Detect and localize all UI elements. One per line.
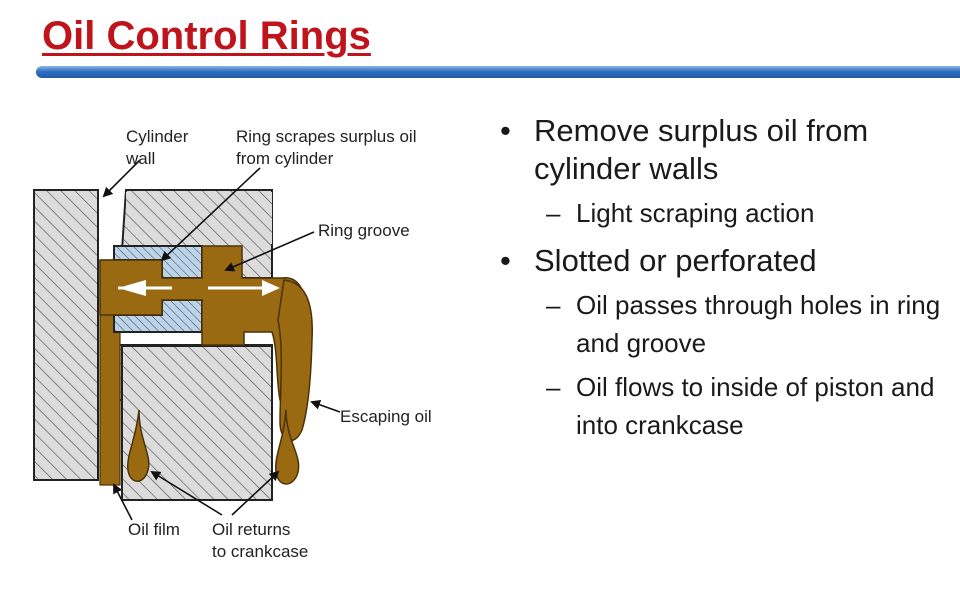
label-ring-groove: Ring groove	[318, 221, 410, 240]
label-ring-scrapes-2: from cylinder	[236, 149, 334, 168]
label-cylinder-wall-1: Cylinder	[126, 127, 189, 146]
bullet-item: Remove surplus oil from cylinder walls L…	[500, 112, 950, 232]
label-ring-scrapes-1: Ring scrapes surplus oil	[236, 127, 416, 146]
escaping-oil-drip	[277, 279, 313, 442]
oil-droplet-left	[127, 409, 150, 482]
sub-bullet-list: Oil passes through holes in ring and gro…	[534, 286, 950, 444]
slide-title: Oil Control Rings	[42, 14, 371, 58]
cylinder-wall-shape	[33, 189, 99, 481]
label-cylinder-wall-2: wall	[125, 149, 155, 168]
label-oil-returns-1: Oil returns	[212, 520, 290, 539]
label-escaping-oil: Escaping oil	[340, 407, 432, 426]
bullet-text: Slotted or perforated	[534, 243, 817, 278]
label-oil-returns-2: to crankcase	[212, 542, 308, 561]
bullet-text: Remove surplus oil from cylinder walls	[534, 113, 869, 186]
bullet-list: Remove surplus oil from cylinder walls L…	[500, 112, 950, 454]
label-oil-film: Oil film	[128, 520, 180, 539]
sub-bullet-item: Oil flows to inside of piston and into c…	[534, 368, 950, 444]
sub-bullet-text: Oil passes through holes in ring and gro…	[576, 290, 941, 358]
bullet-item: Slotted or perforated Oil passes through…	[500, 242, 950, 444]
sub-bullet-item: Oil passes through holes in ring and gro…	[534, 286, 950, 362]
oil-ring-diagram: Cylinder wall Ring scrapes surplus oil f…	[33, 127, 432, 561]
sub-bullet-list: Light scraping action	[534, 194, 950, 232]
flow-arrow-right	[262, 280, 280, 296]
sub-bullet-text: Light scraping action	[576, 198, 815, 228]
sub-bullet-text: Oil flows to inside of piston and into c…	[576, 372, 935, 440]
oil-droplet-right	[275, 409, 300, 485]
sub-bullet-item: Light scraping action	[534, 194, 950, 232]
title-underline-bar	[36, 66, 960, 78]
